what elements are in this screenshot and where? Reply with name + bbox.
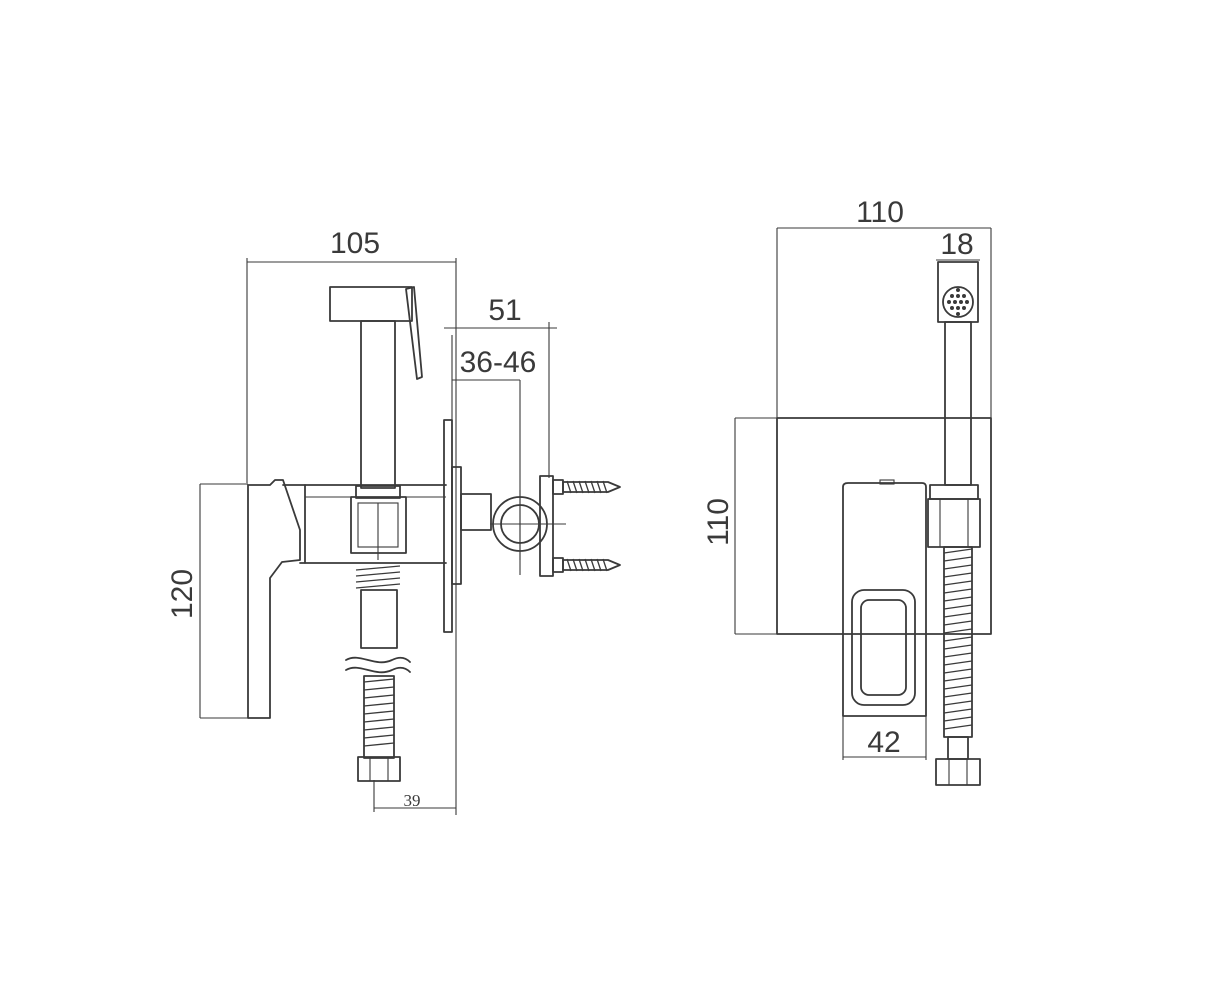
dim-side-pipe: 39: [373, 780, 456, 812]
dim-label-39: 39: [404, 791, 421, 810]
dim-front-width: 110: [776, 196, 992, 420]
dim-label-36-46: 36-46: [460, 346, 537, 379]
dim-front-head: 18: [936, 228, 980, 261]
front-mixer-body: [842, 479, 927, 717]
spray-head: [329, 286, 423, 489]
front-wall-plate: [776, 417, 992, 635]
inlet-pipe: [345, 565, 411, 782]
dim-label-105: 105: [330, 227, 380, 260]
dim-front-body: 42: [842, 715, 927, 760]
side-view: 105 51 36-46 120 39: [166, 227, 621, 815]
screw-bottom: [552, 557, 621, 573]
dim-label-18: 18: [940, 228, 973, 261]
front-hose: [935, 546, 981, 786]
front-spray-head: [927, 261, 981, 548]
dim-side-adjust: 36-46: [451, 335, 537, 575]
dim-label-110-width: 110: [856, 196, 904, 229]
dim-side-height: 120: [166, 483, 268, 719]
holder-bracket: [460, 475, 566, 577]
dim-front-height: 110: [702, 417, 780, 635]
dim-side-width: 105: [246, 227, 457, 815]
spray-nozzle-icon: [947, 288, 969, 316]
dim-label-120: 120: [166, 569, 199, 619]
front-view: 110 18 110 42: [702, 196, 992, 786]
dim-side-depth: 51: [444, 294, 557, 478]
dim-label-110-height: 110: [702, 498, 735, 546]
mixer-housing: [247, 479, 447, 719]
wall-plate: [443, 419, 462, 633]
screw-top: [552, 479, 621, 495]
hose-connector: [350, 485, 407, 560]
dim-label-51: 51: [488, 294, 521, 327]
dim-label-42: 42: [867, 726, 900, 759]
